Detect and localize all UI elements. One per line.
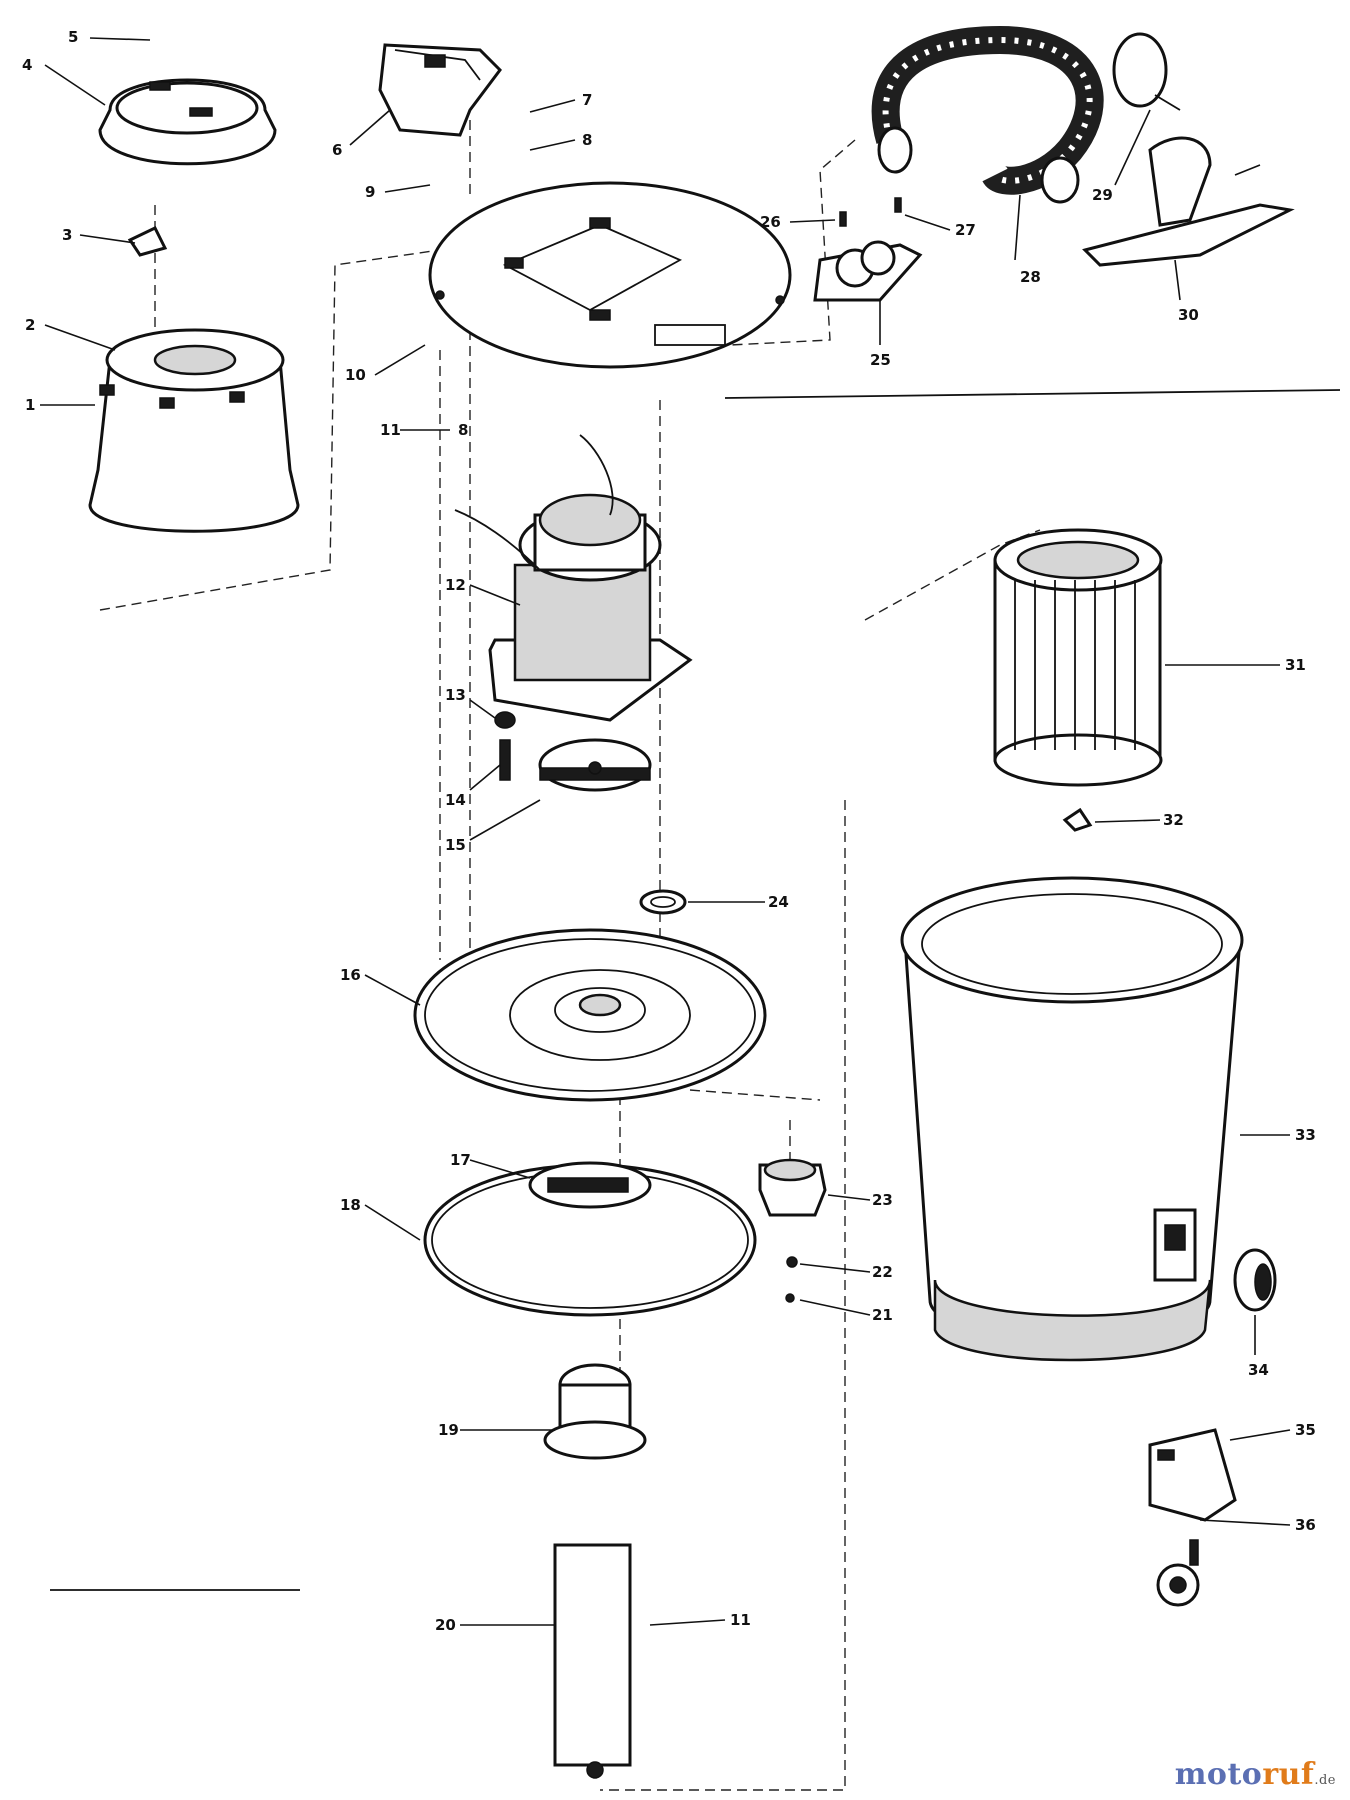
hose-clip <box>813 197 923 302</box>
label-part-11a: 11 <box>380 421 401 439</box>
collection-tank <box>900 876 1244 1362</box>
filter-ring <box>423 1161 757 1317</box>
tank-lid <box>413 928 767 1102</box>
label-part-2: 2 <box>25 316 35 334</box>
label-part-26: 26 <box>760 213 781 231</box>
label-part-6: 6 <box>332 141 342 159</box>
label-part-35: 35 <box>1295 1421 1316 1439</box>
label-part-3: 3 <box>62 226 72 244</box>
motor-plate <box>428 181 792 369</box>
cartridge-filter <box>993 528 1163 787</box>
top-cap <box>98 78 277 166</box>
watermark-brand-part1: moto <box>1174 1757 1263 1792</box>
label-part-30: 30 <box>1178 306 1199 324</box>
caster-housing <box>1148 1428 1237 1522</box>
leader-lines <box>40 37 1291 1626</box>
drain-knob <box>1233 1248 1277 1312</box>
label-part-19: 19 <box>438 1421 459 1439</box>
label-part-13: 13 <box>445 686 466 704</box>
label-part-22: 22 <box>872 1263 893 1281</box>
label-part-31: 31 <box>1285 656 1306 674</box>
label-part-17: 17 <box>450 1151 471 1169</box>
label-part-4: 4 <box>22 56 32 74</box>
hose-fitting <box>758 1158 827 1303</box>
label-part-20: 20 <box>435 1616 456 1634</box>
label-part-1: 1 <box>25 396 35 414</box>
label-part-10: 10 <box>345 366 366 384</box>
hose <box>871 25 1104 204</box>
label-part-18: 18 <box>340 1196 361 1214</box>
label-part-33: 33 <box>1295 1126 1316 1144</box>
label-part-23: 23 <box>872 1191 893 1209</box>
watermark-tld: .de <box>1314 1773 1336 1788</box>
label-part-5: 5 <box>68 28 78 46</box>
label-part-27: 27 <box>955 221 976 239</box>
label-part-11b: 11 <box>730 1611 751 1629</box>
label-part-34a: 34 <box>1248 1361 1269 1379</box>
label-part-24: 24 <box>768 893 789 911</box>
label-part-36: 36 <box>1295 1516 1316 1534</box>
label-part-14: 14 <box>445 791 466 809</box>
watermark-logo: motoruf.de <box>1175 1757 1336 1792</box>
caster-wheel <box>1156 1539 1200 1607</box>
floor-nozzle <box>1082 136 1295 267</box>
label-part-16: 16 <box>340 966 361 984</box>
fan-assembly <box>494 711 652 792</box>
label-part-32: 32 <box>1163 811 1184 829</box>
clamp-loop <box>1112 32 1181 111</box>
label-part-28: 28 <box>1020 268 1041 286</box>
filter-clip <box>1062 807 1093 832</box>
label-part-7: 7 <box>582 91 592 109</box>
clip-part <box>127 226 168 257</box>
switch-housing <box>378 43 502 137</box>
label-part-8a: 8 <box>582 131 592 149</box>
float-rod <box>553 1543 632 1779</box>
label-part-21: 21 <box>872 1306 893 1324</box>
label-part-15: 15 <box>445 836 466 854</box>
float-cage <box>543 1363 647 1460</box>
motor <box>454 434 693 722</box>
part-number-labels: 1 2 3 4 5 6 7 8 9 10 11 8 12 13 14 15 24… <box>22 28 1316 1634</box>
gasket-ring <box>639 889 687 915</box>
motor-housing-lower <box>88 328 300 533</box>
label-part-12: 12 <box>445 576 466 594</box>
label-part-8b: 8 <box>458 421 468 439</box>
label-part-25: 25 <box>870 351 891 369</box>
watermark-brand-part2: ruf <box>1262 1757 1315 1792</box>
label-part-29: 29 <box>1092 186 1113 204</box>
label-part-9: 9 <box>365 183 375 201</box>
